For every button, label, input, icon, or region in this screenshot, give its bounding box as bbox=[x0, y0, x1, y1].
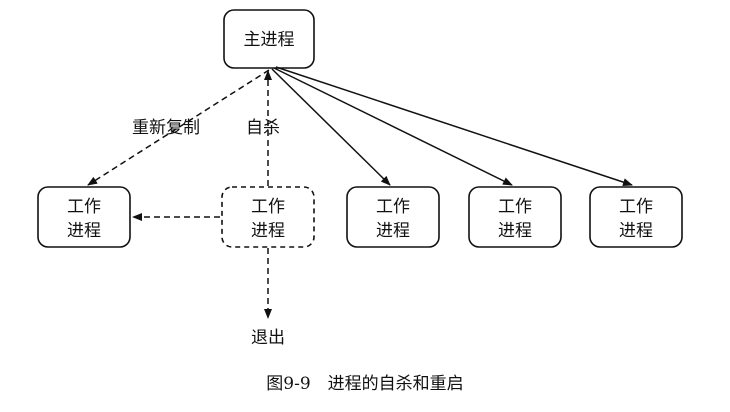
worker-2-label-line1: 工作 bbox=[251, 197, 285, 217]
edge-respawn-arrow bbox=[87, 69, 270, 186]
edge-exit-label: 退出 bbox=[251, 328, 285, 348]
edge-suicide-label: 自杀 bbox=[246, 118, 280, 138]
edge-master-to-worker-3 bbox=[271, 68, 391, 186]
worker-node-5: 工作 进程 bbox=[589, 186, 683, 248]
edge-respawn-label: 重新复制 bbox=[132, 118, 200, 138]
worker-node-respawned: 工作 进程 bbox=[37, 186, 131, 248]
master-process-label: 主进程 bbox=[244, 30, 295, 50]
worker-1-label-line2: 进程 bbox=[67, 221, 101, 241]
worker-node-suicide: 工作 进程 bbox=[221, 186, 315, 248]
worker-node-3: 工作 进程 bbox=[346, 186, 440, 248]
worker-3-label-line1: 工作 bbox=[376, 197, 410, 217]
figure-caption: 图9-9 进程的自杀和重启 bbox=[266, 374, 463, 394]
edge-master-to-worker-4 bbox=[273, 67, 513, 186]
worker-1-label-line1: 工作 bbox=[67, 197, 101, 217]
worker-3-label-line2: 进程 bbox=[376, 221, 410, 241]
worker-2-label-line2: 进程 bbox=[251, 221, 285, 241]
worker-4-label-line2: 进程 bbox=[498, 221, 532, 241]
worker-node-4: 工作 进程 bbox=[468, 186, 562, 248]
worker-5-label-line2: 进程 bbox=[619, 221, 653, 241]
worker-5-label-line1: 工作 bbox=[619, 197, 653, 217]
edge-master-to-worker-5 bbox=[275, 66, 633, 186]
worker-4-label-line1: 工作 bbox=[498, 197, 532, 217]
master-process-node: 主进程 bbox=[223, 9, 315, 69]
